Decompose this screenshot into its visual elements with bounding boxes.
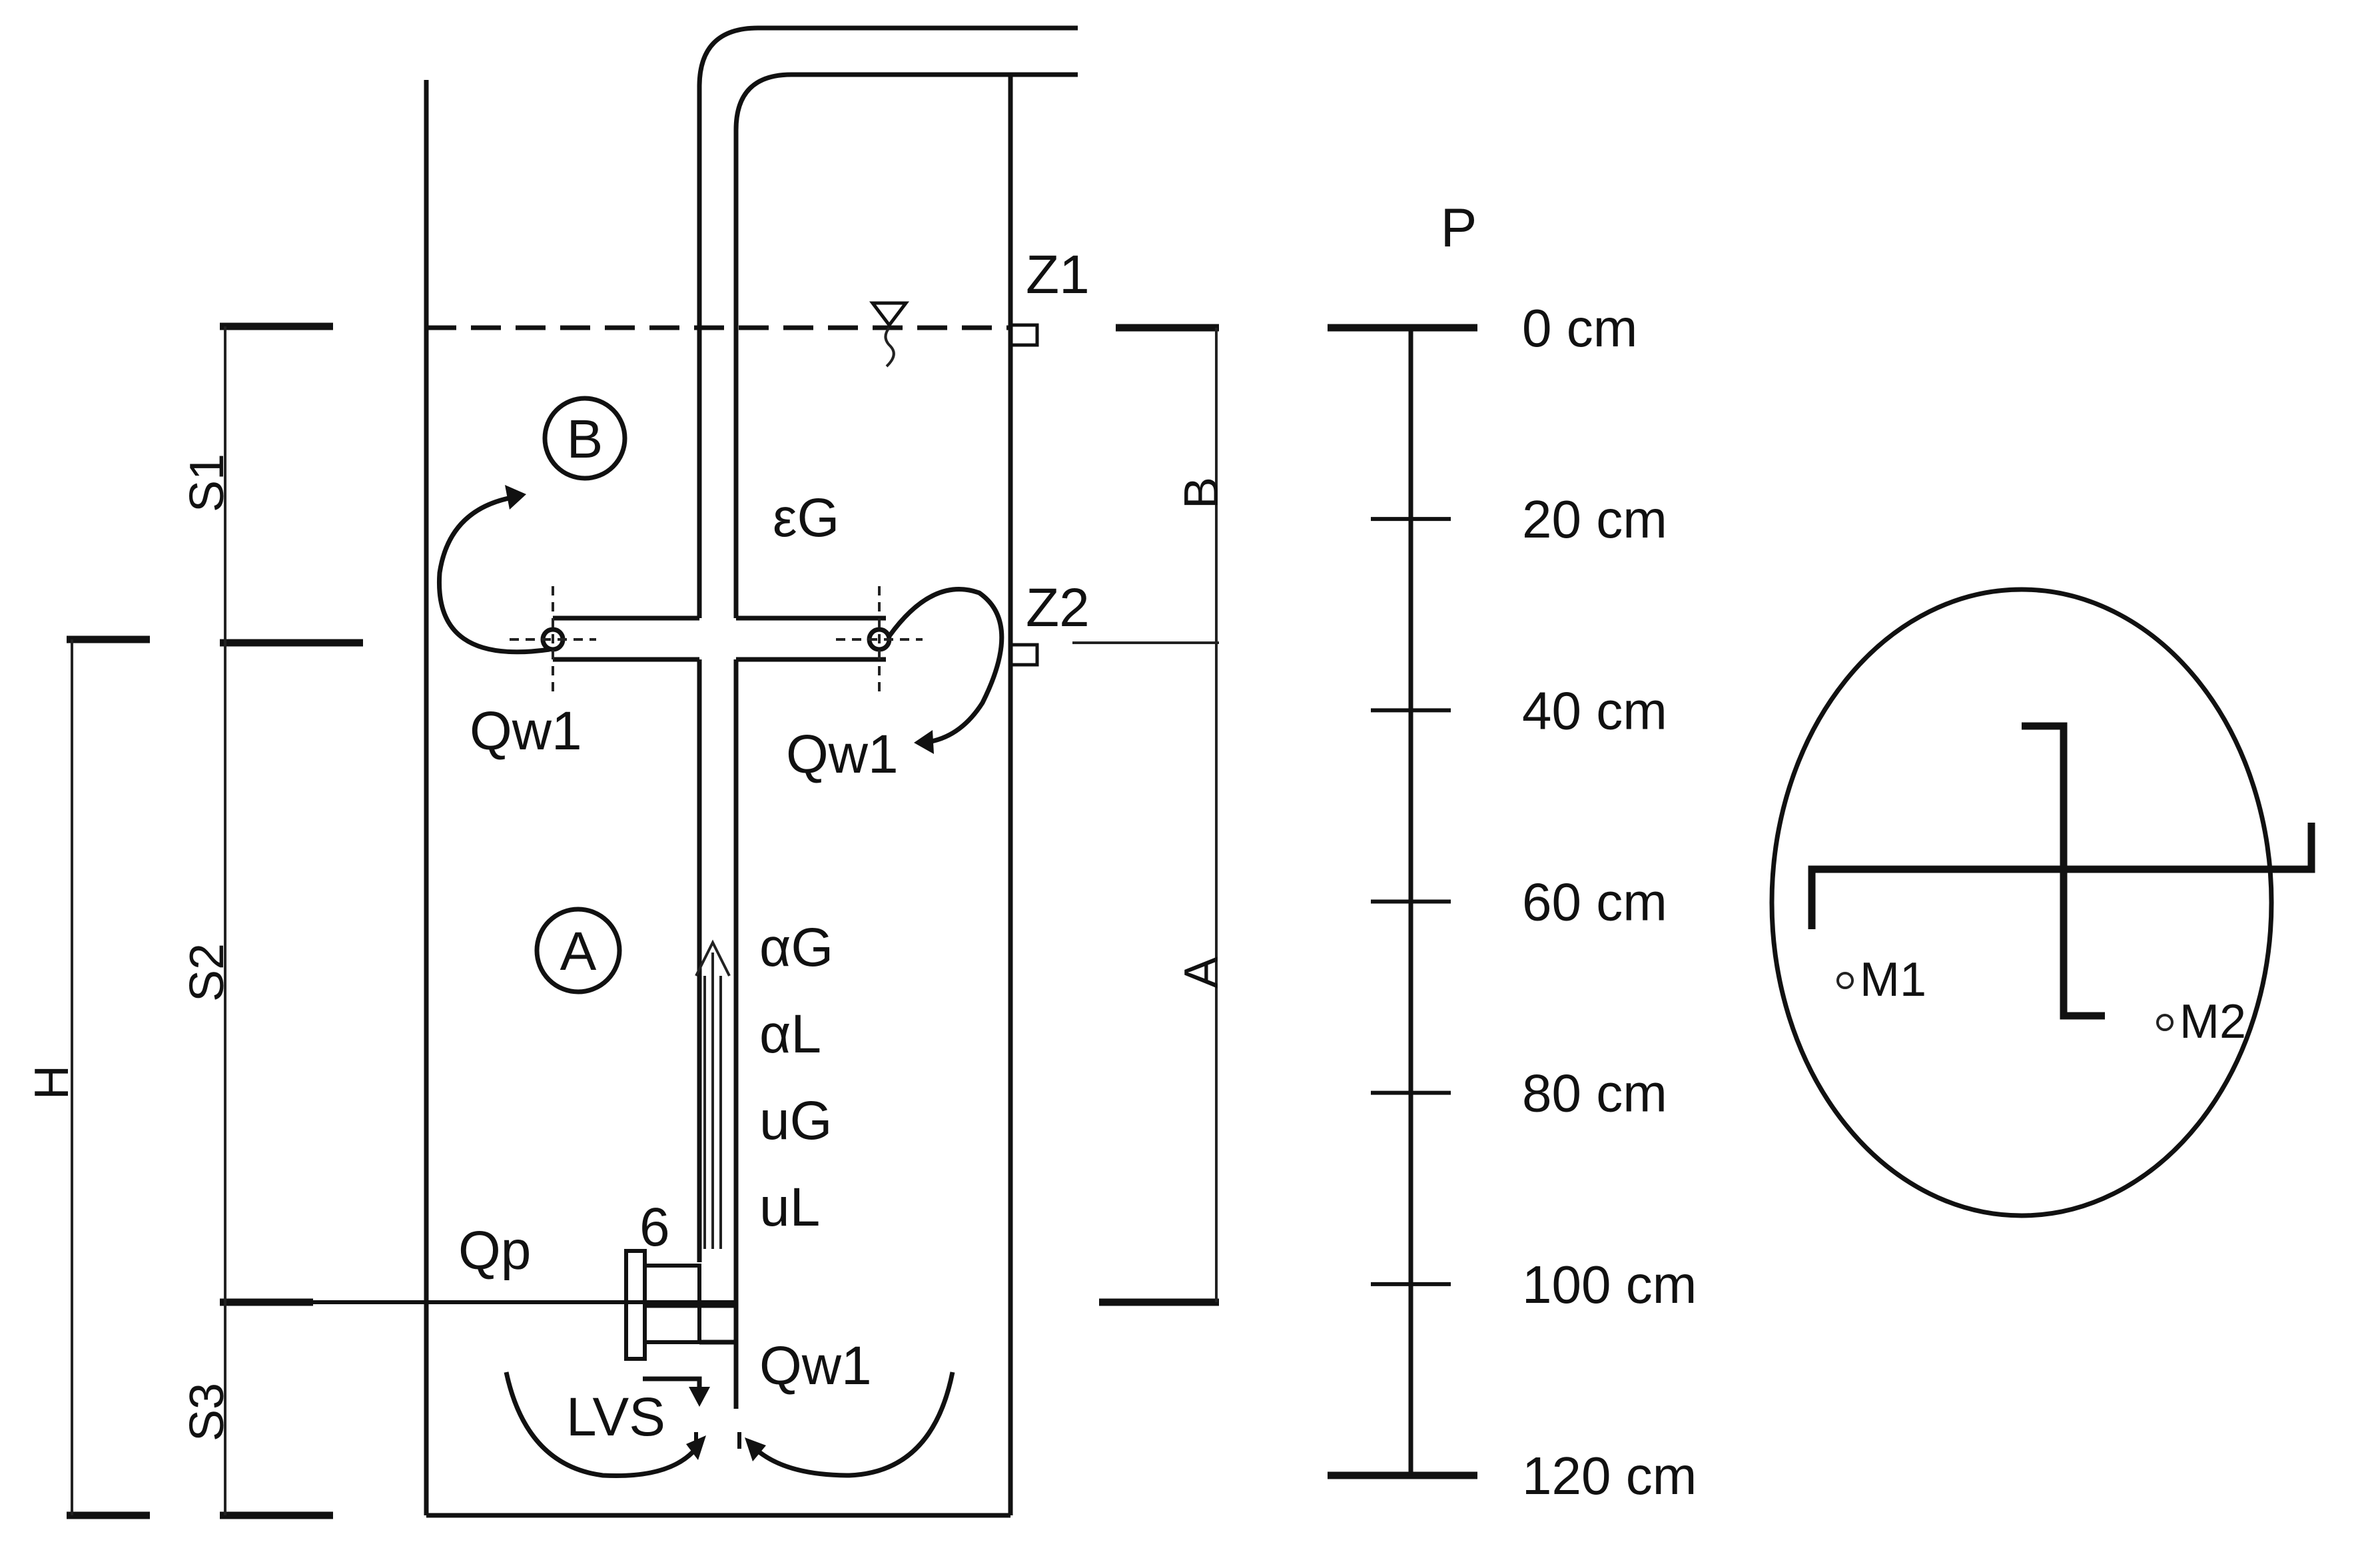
z1-probe	[1008, 323, 1039, 347]
qw1-right-label: Qw1	[786, 724, 899, 785]
z2-label: Z2	[1026, 578, 1090, 638]
qw1-left-label: Qw1	[470, 701, 582, 761]
a-dimension-label: A	[1175, 957, 1228, 988]
left-dimension-lines	[67, 322, 363, 1519]
bottom-right-circulation	[745, 1371, 955, 1478]
h-label: H	[25, 1065, 79, 1100]
m2-marker	[2156, 1014, 2174, 1031]
m1-label: M1	[1860, 953, 1926, 1006]
gas-supply-pipe	[697, 25, 1078, 618]
water-surface-symbol	[869, 301, 910, 368]
depth-scale: 0 cm 20 cm 40 cm 60 cm 80 cm 100 cm 120 cm	[1328, 298, 1697, 1505]
svg-text:A: A	[560, 921, 597, 982]
right-nozzle	[836, 586, 923, 696]
left-circulation-arrow	[436, 485, 550, 655]
s2-label: S2	[181, 943, 234, 1002]
b-dimension-label: B	[1175, 477, 1228, 509]
zone-b-marker: B	[542, 396, 627, 481]
z2-probe	[1008, 643, 1039, 667]
s3-label: S3	[181, 1383, 234, 1441]
scale-title: P	[1441, 198, 1477, 258]
lvs-arrow	[643, 1376, 710, 1407]
scale-tick-label: 100 cm	[1522, 1255, 1697, 1314]
scale-tick-label: 20 cm	[1522, 490, 1667, 549]
left-nozzle	[510, 586, 596, 696]
qw1-bottom-label: Qw1	[759, 1336, 872, 1396]
z1-label: Z1	[1026, 244, 1090, 305]
scale-tick-label: 40 cm	[1522, 681, 1667, 740]
u-g-label: uG	[759, 1090, 832, 1151]
alpha-g-label: αG	[759, 917, 833, 978]
m1-marker	[1836, 972, 1854, 989]
m2-label: M2	[2180, 995, 2246, 1048]
scale-tick-label: 60 cm	[1522, 873, 1667, 932]
tank-walls	[424, 73, 1013, 1518]
s1-label: S1	[181, 454, 234, 512]
svg-text:B: B	[567, 409, 603, 470]
scale-tick-label: 0 cm	[1522, 298, 1637, 358]
right-dimension-lines	[1072, 324, 1219, 1306]
outlet-dashes	[694, 1432, 741, 1449]
scale-tick-label: 80 cm	[1522, 1064, 1667, 1123]
top-view-sparger	[1808, 722, 2315, 1020]
upflow-arrow	[695, 939, 731, 1249]
top-view-tank-outline	[1769, 587, 2274, 1218]
lvs-label: LVS	[566, 1387, 665, 1447]
right-circulation-arrow	[887, 587, 1004, 754]
scale-tick-label: 120 cm	[1522, 1446, 1697, 1505]
six-label: 6	[639, 1197, 670, 1258]
top-view: M1 M2	[1769, 587, 2315, 1218]
zone-a-marker: A	[534, 907, 622, 994]
qp-label: Qp	[458, 1220, 531, 1281]
alpha-l-label: αL	[759, 1004, 821, 1064]
gas-holdup-label: εG	[773, 488, 839, 548]
u-l-label: uL	[759, 1177, 820, 1238]
pump-flange	[624, 1249, 736, 1361]
sparger-arms	[553, 615, 886, 1409]
